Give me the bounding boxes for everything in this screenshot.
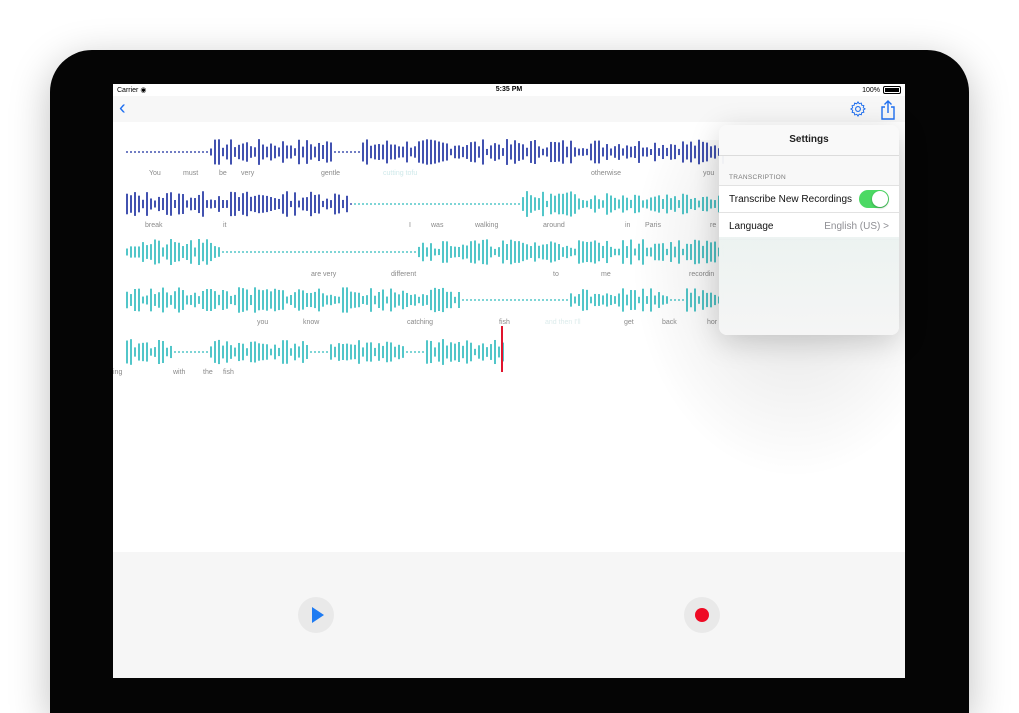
transcript-word[interactable]: I [409,222,411,229]
gear-icon[interactable] [849,100,869,120]
waveform-row-3: are very different to me recordin [113,238,905,278]
transcript-word[interactable]: get [624,319,634,326]
playhead[interactable] [501,326,503,372]
transcript-word[interactable]: with [173,369,186,376]
play-icon [312,607,324,623]
transcript-word[interactable]: hor [707,319,718,326]
chevron-right-icon: > [883,221,889,232]
waveform [126,339,504,365]
transcript-word[interactable]: be [219,170,227,177]
transcript-word[interactable]: know [303,319,320,326]
status-time: 5:35 PM [495,86,523,93]
transcribe-toggle[interactable] [859,190,889,208]
battery-indicator: 100% [862,86,901,94]
language-label: Language [729,221,774,232]
transcript-word[interactable]: otherwise [591,170,621,177]
language-row[interactable]: Language English (US) > [719,213,899,240]
transcript-word[interactable]: fish [499,319,510,326]
transcript-word[interactable]: different [391,271,417,278]
transcribe-new-recordings-row[interactable]: Transcribe New Recordings [719,185,899,213]
transcript-word[interactable]: Paris [645,222,661,229]
transcript-word[interactable]: the [203,369,213,376]
toggle-knob [872,191,888,207]
carrier-label: Carrier ◉ [117,87,147,94]
waveform-row-1: You must be very gentle cutting tofu oth… [113,138,905,177]
transcript-word[interactable]: you [703,170,715,177]
transcript-word[interactable]: fish [223,369,234,376]
chevron-left-icon[interactable]: ‹ [119,97,126,119]
playback-controls [113,552,905,678]
record-icon [695,608,709,622]
language-value: English (US) > [824,221,889,232]
transcribe-label: Transcribe New Recordings [729,194,853,205]
waveform-row-4: you know catching fish and then I'll get… [113,286,905,326]
waveform [126,239,724,265]
section-header-transcription: TRANSCRIPTION [729,174,786,181]
waveform [126,287,724,313]
transcript-word[interactable]: break [145,222,163,229]
transcript-word[interactable]: re [710,222,717,229]
waveform-row-2: break it I was walking around in Paris r… [113,190,905,229]
transcript-word[interactable]: and then I'll [545,319,581,326]
transcript-word[interactable]: in [625,222,631,229]
status-bar: Carrier ◉ 5:35 PM 100% [113,84,905,96]
battery-percent: 100% [862,86,880,94]
transcript-word[interactable]: it [223,222,227,229]
settings-title: Settings [719,125,899,156]
transcript-word[interactable]: you [257,319,269,326]
transcript-word[interactable]: catching [407,319,434,326]
play-button[interactable] [298,597,334,633]
transcript-waveform[interactable]: You must be very gentle cutting tofu oth… [113,122,905,552]
transcript-word[interactable]: was [431,222,444,229]
transcript-word[interactable]: must [183,170,199,177]
transcript-word[interactable]: around [543,222,565,229]
waveform [126,139,724,165]
transcript-word[interactable]: walking [475,222,499,229]
waveform-row-5: ing with the fish [113,338,905,376]
transcript-word[interactable]: ing [113,369,123,376]
battery-icon [883,86,901,94]
transcript-word[interactable]: cutting tofu [383,170,418,177]
settings-popover: Settings TRANSCRIPTION Transcribe New Re… [719,125,899,335]
transcript-word[interactable]: are very [311,271,337,278]
popover-blur-background [719,237,899,335]
transcript-word[interactable]: very [241,170,255,177]
waveform [126,191,724,217]
transcript-word[interactable]: recordin [689,271,715,278]
record-button[interactable] [684,597,720,633]
wifi-icon: ◉ [140,87,147,94]
navigation-bar: ‹ [113,96,905,122]
share-icon[interactable] [879,100,899,120]
transcript-word[interactable]: gentle [321,170,341,177]
transcript-word[interactable]: back [662,319,677,326]
transcript-word[interactable]: to [553,271,559,278]
transcript-word[interactable]: You [149,170,161,177]
transcript-word[interactable]: me [601,271,611,278]
